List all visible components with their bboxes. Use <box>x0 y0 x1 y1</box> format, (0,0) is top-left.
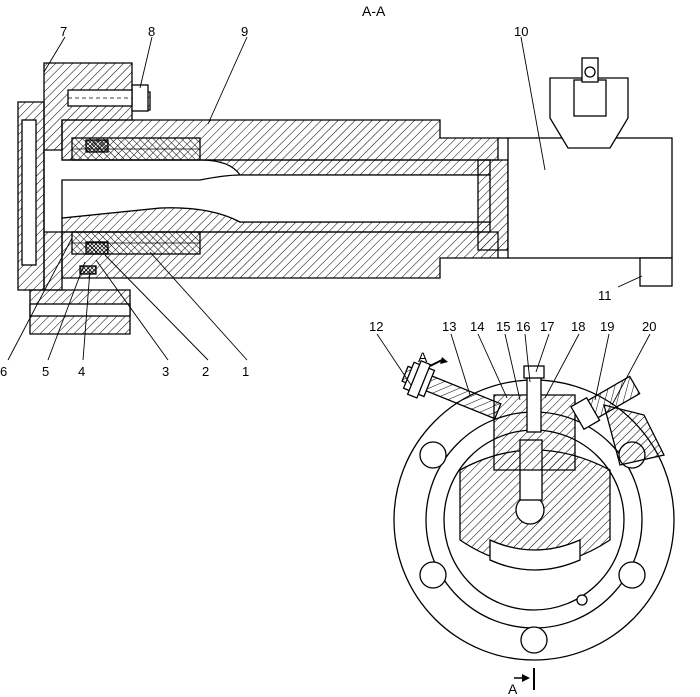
flange-lower-gap <box>29 303 131 317</box>
callout-6: 6 <box>0 364 7 379</box>
cut-marker-bottom: A <box>508 668 535 697</box>
svg-text:A: A <box>508 681 518 697</box>
valve-nut-hole <box>584 66 596 78</box>
pin-11 <box>639 257 673 287</box>
end-cap <box>477 159 509 251</box>
end-view <box>393 359 675 661</box>
svg-text:A: A <box>418 349 428 365</box>
callout-10: 10 <box>514 24 528 39</box>
bolt-8-head <box>131 84 149 112</box>
valve-body <box>573 79 607 117</box>
cut-marker-top: A <box>418 349 448 367</box>
callout-15: 15 <box>496 319 510 334</box>
ring-lower <box>79 265 97 275</box>
callout-19: 19 <box>600 319 614 334</box>
bolt-hole-5 <box>618 561 646 589</box>
callout-5: 5 <box>42 364 49 379</box>
flange-window <box>21 119 37 266</box>
seal-lower <box>85 241 109 255</box>
bore-channel <box>61 174 491 223</box>
cam-cavity <box>489 538 581 571</box>
seal-upper <box>85 139 109 153</box>
cylinder-housing-10 <box>507 137 673 259</box>
callout-3: 3 <box>162 364 169 379</box>
callout-17: 17 <box>540 319 554 334</box>
left-fitting <box>401 359 502 420</box>
callout-2: 2 <box>202 364 209 379</box>
callout-14: 14 <box>470 319 484 334</box>
longitudinal-section <box>17 57 673 335</box>
right-boss <box>603 404 665 466</box>
callout-9: 9 <box>241 24 248 39</box>
section-title: A-A <box>362 3 386 19</box>
small-hex <box>576 594 588 606</box>
callout-16: 16 <box>516 319 530 334</box>
callout-8: 8 <box>148 24 155 39</box>
callout-labels: 7 8 9 10 11 6 5 4 3 2 1 12 13 14 15 16 1… <box>0 24 656 379</box>
callout-11: 11 <box>598 288 612 303</box>
callouts <box>7 36 651 406</box>
bolt-hole-4 <box>520 626 548 654</box>
callout-12: 12 <box>369 319 383 334</box>
callout-13: 13 <box>442 319 456 334</box>
inner-upper-cone <box>62 159 491 176</box>
callout-4: 4 <box>78 364 85 379</box>
valve-stem <box>526 371 542 433</box>
callout-20: 20 <box>642 319 656 334</box>
callout-18: 18 <box>571 319 585 334</box>
callout-1: 1 <box>242 364 249 379</box>
bolt-hole-1 <box>419 441 447 469</box>
bolt-hole-3 <box>419 561 447 589</box>
callout-7: 7 <box>60 24 67 39</box>
valve-cap <box>523 365 545 379</box>
